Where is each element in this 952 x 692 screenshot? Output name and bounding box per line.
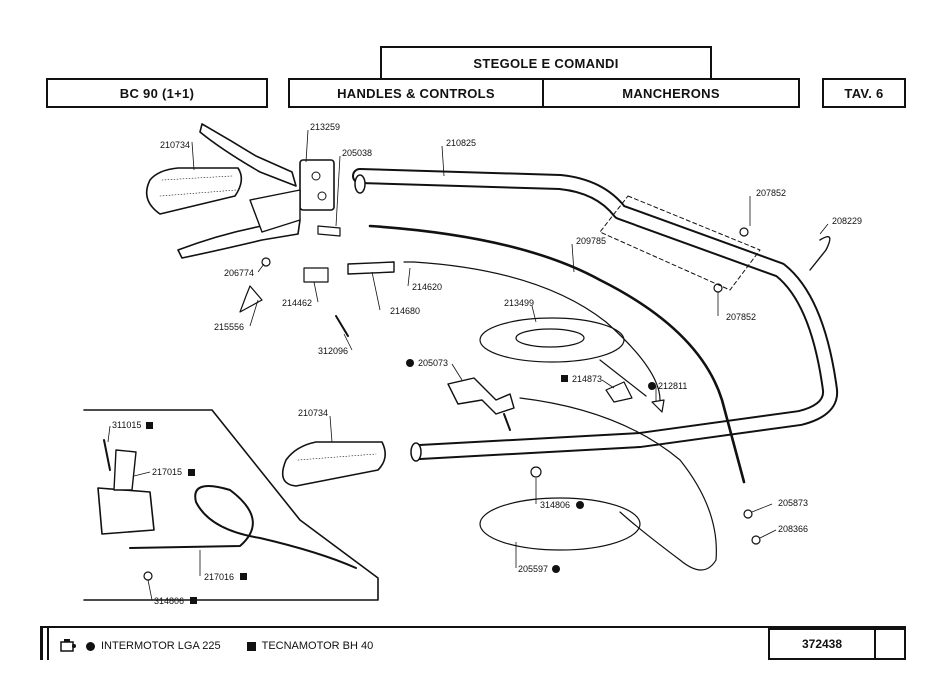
- cable-main: [368, 224, 746, 484]
- label-215556: 215556: [214, 322, 244, 332]
- label-210734-top: 210734: [160, 140, 190, 150]
- top-grip: [145, 167, 243, 215]
- cable-tie: [809, 236, 831, 271]
- model-label: BC 90 (1+1): [46, 78, 268, 108]
- square-marker: [246, 641, 256, 651]
- footer-divider: [40, 626, 906, 628]
- catalog-code: 372438: [768, 628, 876, 660]
- label-210734-mid: 210734: [298, 408, 328, 418]
- inset-cable: [129, 485, 357, 569]
- label-210825: 210825: [446, 138, 476, 148]
- label-212811: 212811: [658, 381, 687, 391]
- label-314806-a: 314806: [540, 500, 570, 510]
- label-205038: 205038: [342, 148, 372, 158]
- square-marker: [188, 469, 195, 476]
- brake-lever-top: [199, 123, 297, 187]
- throttle-control-box: [97, 487, 155, 535]
- label-205073: 205073: [418, 358, 448, 368]
- square-marker: [240, 573, 247, 580]
- code-box-end: [874, 628, 906, 660]
- cable-coil: [479, 317, 625, 363]
- label-208229: 208229: [832, 216, 862, 226]
- label-217016: 217016: [204, 572, 234, 582]
- legend-intermotor: INTERMOTOR LGA 225: [101, 640, 221, 652]
- square-marker: [561, 375, 568, 382]
- footer-bracket-inner: [47, 626, 49, 660]
- middle-grip: [281, 441, 386, 487]
- circle-marker: [406, 359, 414, 367]
- motor-icon: [60, 639, 76, 652]
- legend-tecnamotor: TECNAMOTOR BH 40: [261, 640, 374, 652]
- label-208366: 208366: [778, 524, 808, 534]
- legend: INTERMOTOR LGA 225 TECNAMOTOR BH 40: [58, 638, 373, 654]
- circle-marker: [576, 501, 584, 509]
- title-english: HANDLES & CONTROLS: [288, 78, 544, 108]
- label-213499: 213499: [504, 298, 534, 308]
- label-311015: 311015: [112, 420, 141, 430]
- square-marker: [146, 422, 153, 429]
- label-213259: 213259: [310, 122, 340, 132]
- circle-marker: [648, 382, 656, 390]
- throttle-lever: [447, 377, 515, 415]
- table-number: TAV. 6: [822, 78, 906, 108]
- control-block: [299, 159, 335, 211]
- label-206774: 206774: [224, 268, 254, 278]
- label-214462: 214462: [282, 298, 312, 308]
- square-marker: [190, 597, 197, 604]
- label-314806-b: 314806: [154, 596, 184, 606]
- dashed-bracket: [599, 195, 761, 291]
- inset-panel-border: [83, 409, 379, 601]
- label-207852-b: 207852: [726, 312, 756, 322]
- title-italian: STEGOLE E COMANDI: [380, 46, 712, 80]
- title-french: MANCHERONS: [542, 78, 800, 108]
- circle-marker: [86, 641, 95, 651]
- label-214680: 214680: [390, 306, 420, 316]
- label-214873: 214873: [572, 374, 602, 384]
- label-217015: 217015: [152, 467, 182, 477]
- label-209785: 209785: [576, 236, 606, 246]
- label-205597: 205597: [518, 564, 548, 574]
- throttle-cable-loop: [479, 497, 641, 551]
- label-312096: 312096: [318, 346, 348, 356]
- label-214620: 214620: [412, 282, 442, 292]
- circle-marker: [552, 565, 560, 573]
- label-205873: 205873: [778, 498, 808, 508]
- footer-bracket: [40, 626, 43, 660]
- label-207852-a: 207852: [756, 188, 786, 198]
